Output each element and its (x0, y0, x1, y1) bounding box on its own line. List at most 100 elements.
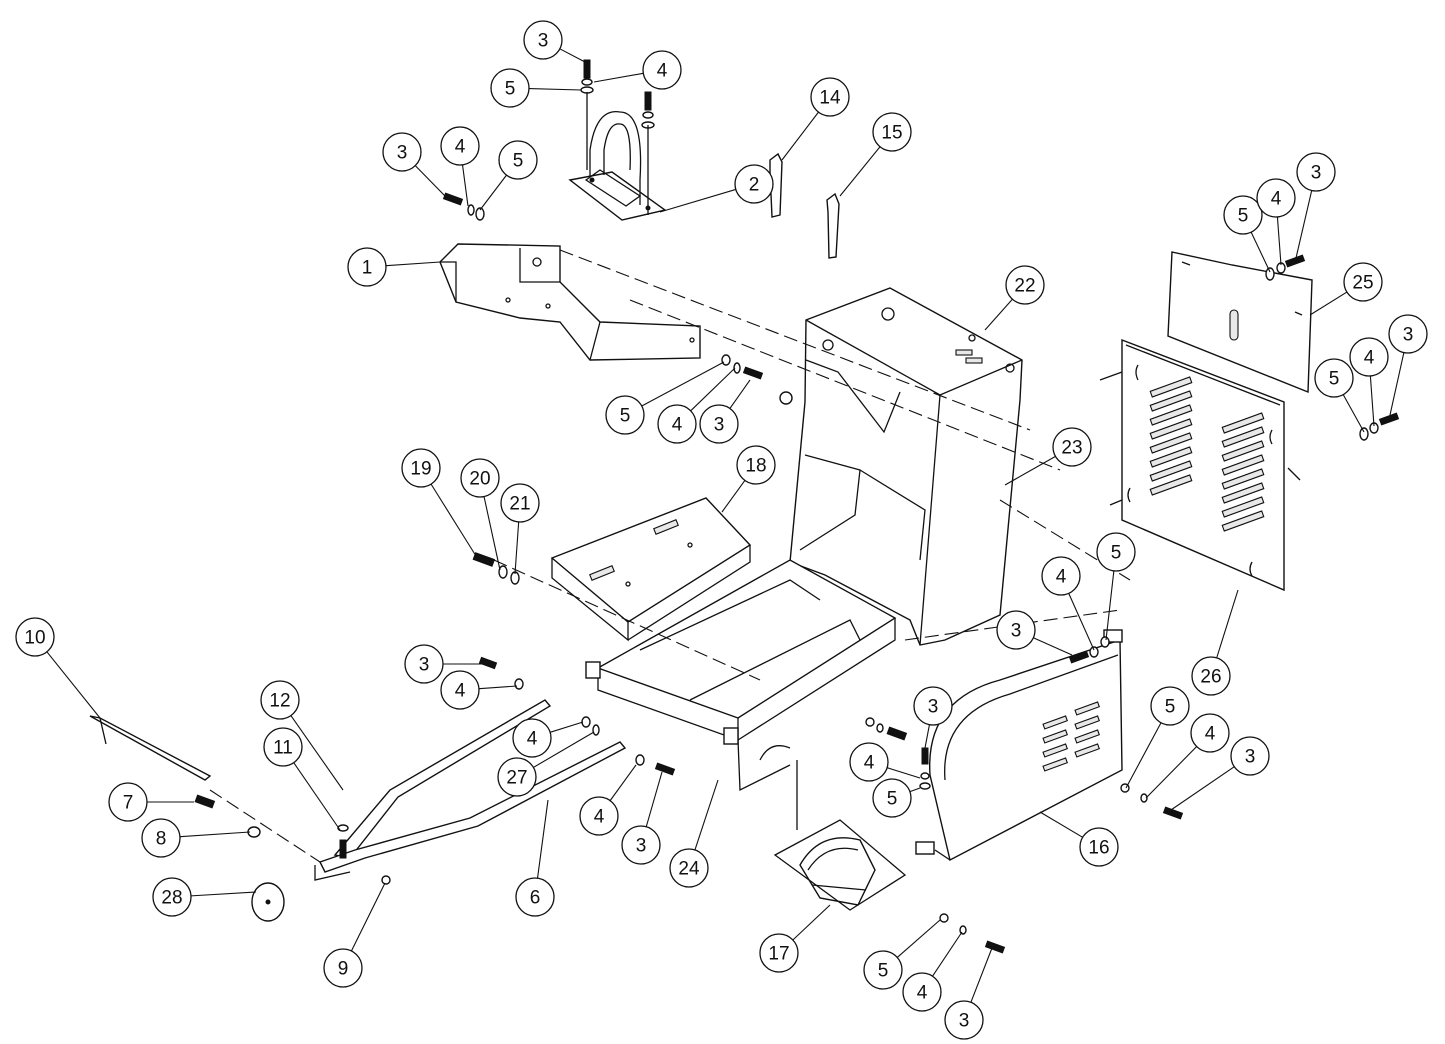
callout-22: 22 (984, 265, 1045, 331)
callout-leader-line (984, 298, 1013, 331)
callout-circle (382, 132, 422, 172)
callout-4: 4 (440, 126, 480, 207)
callout-leader-line (1369, 375, 1375, 427)
callout-5: 5 (863, 919, 941, 990)
callout-label: 22 (1014, 276, 1035, 297)
callout-3: 3 (699, 379, 751, 444)
callout-leader-line (924, 724, 930, 749)
callout-circle (1314, 358, 1354, 398)
callout-leader-line (479, 174, 507, 211)
callout-7: 7 (108, 782, 194, 822)
callout-circle (512, 718, 552, 758)
callout-3: 3 (1295, 152, 1336, 259)
callout-label: 3 (419, 655, 430, 676)
callout-circle (913, 686, 953, 726)
callout-leader-line (46, 651, 101, 719)
callout-23: 23 (1004, 427, 1092, 486)
callout-label: 3 (1245, 747, 1256, 768)
callout-circle (152, 877, 192, 917)
callout-leader-line (781, 111, 819, 161)
callout-5: 5 (872, 778, 921, 818)
louver-slots-left (1149, 376, 1193, 496)
part-24-base-frame (585, 559, 897, 792)
callout-circle (1190, 713, 1230, 753)
part-drawings (89, 59, 1400, 954)
callout-label: 3 (538, 31, 549, 52)
callout-circle (669, 848, 709, 888)
callout-5: 5 (1096, 532, 1136, 641)
callout-circle (872, 778, 912, 818)
callout-leader-line (528, 87, 582, 91)
callout-circle (902, 972, 942, 1012)
callout-leader-line (1039, 811, 1083, 838)
callout-label: 6 (530, 888, 541, 909)
callout-4: 4 (1256, 178, 1296, 266)
callout-circle (263, 727, 303, 767)
callout-leader-line (970, 947, 993, 1003)
callout-leader-line (293, 762, 341, 831)
callout-leader-line (1105, 570, 1115, 641)
callout-leader-line (414, 165, 447, 198)
callout-3: 3 (1388, 314, 1428, 416)
callout-10: 10 (15, 617, 101, 719)
callout-circle (759, 933, 799, 973)
louver-slots-right (1221, 412, 1265, 532)
callout-leader-line (932, 931, 963, 977)
callout-4: 4 (440, 670, 518, 710)
callout-5: 5 (490, 68, 582, 108)
callout-label: 3 (1011, 621, 1022, 642)
callout-leader-line (533, 731, 595, 768)
callout-label: 4 (1364, 348, 1375, 369)
callout-16: 16 (1039, 811, 1119, 867)
callout-26: 26 (1191, 589, 1239, 696)
callout-3: 3 (913, 686, 953, 749)
part-17-guard (773, 819, 907, 911)
callout-8: 8 (141, 818, 251, 858)
callout-label: 21 (509, 494, 530, 515)
callout-6: 6 (515, 799, 555, 917)
callout-label: 4 (455, 681, 466, 702)
callout-20: 20 (460, 458, 501, 571)
callout-circle (1296, 152, 1336, 192)
callout-leader-line (549, 721, 584, 733)
callout-label: 3 (714, 415, 725, 436)
callout-leader-line (659, 188, 736, 213)
callout-4: 4 (579, 764, 637, 836)
callout-circle (872, 112, 912, 152)
callout-label: 23 (1061, 438, 1082, 459)
callout-circle (1256, 178, 1296, 218)
callout-leader-line (1125, 722, 1162, 789)
callout-circle (404, 644, 444, 684)
callout-4: 4 (902, 931, 963, 1012)
callout-leader-line (1145, 746, 1198, 799)
callout-circle (440, 670, 480, 710)
callout-label: 3 (397, 143, 408, 164)
callout-5: 5 (479, 140, 538, 211)
callout-circle (1150, 686, 1190, 726)
callout-4: 4 (1145, 713, 1230, 799)
callout-label: 11 (273, 738, 293, 759)
callout-circle (500, 483, 540, 523)
callout-leader-line (839, 146, 881, 197)
callout-leader-line (190, 891, 257, 897)
callout-circle (1223, 195, 1263, 235)
part-18-tray (550, 497, 752, 642)
callout-5: 5 (605, 361, 725, 435)
callout-3: 3 (996, 610, 1073, 656)
callout-circle (498, 140, 538, 180)
callout-circle (605, 395, 645, 435)
callout-25: 25 (1309, 262, 1383, 316)
callout-circle (1343, 262, 1383, 302)
callout-leader-line (1309, 291, 1348, 316)
callout-leader-line (1250, 231, 1271, 273)
callout-circle (460, 458, 500, 498)
callout-label: 4 (1271, 189, 1282, 210)
callout-5: 5 (1125, 686, 1190, 789)
callout-label: 1 (362, 258, 373, 279)
callout-3: 3 (404, 644, 482, 684)
callout-12: 12 (260, 680, 344, 791)
callout-label: 4 (864, 753, 875, 774)
callout-label: 16 (1088, 838, 1109, 859)
callout-label: 3 (636, 836, 647, 857)
